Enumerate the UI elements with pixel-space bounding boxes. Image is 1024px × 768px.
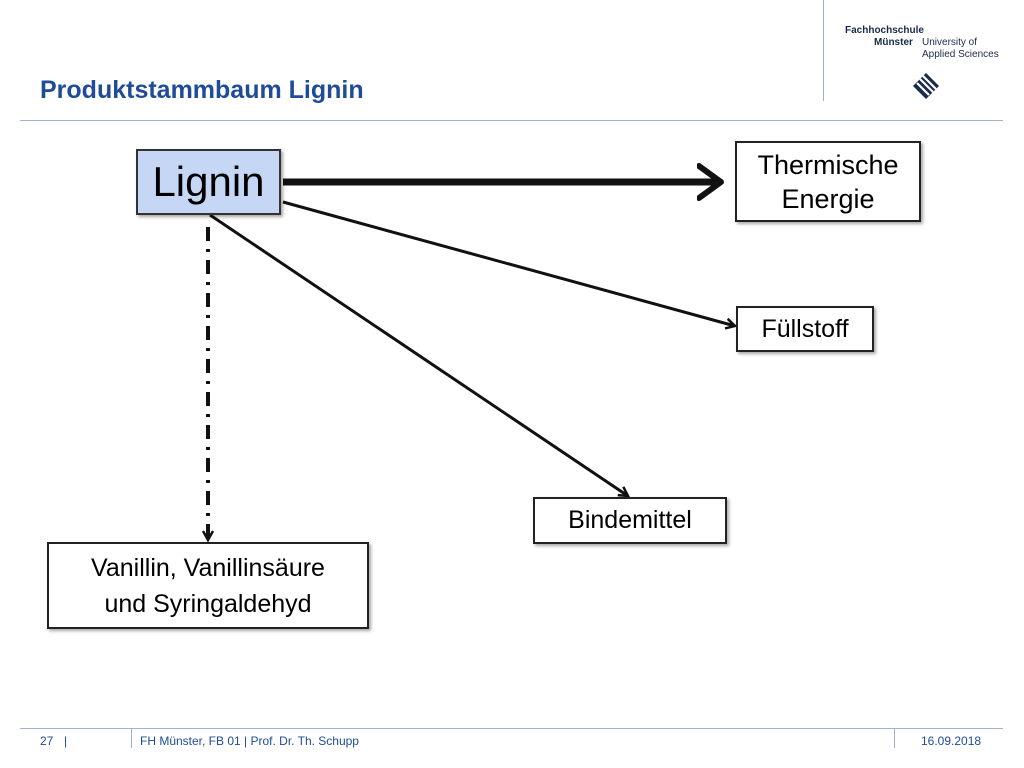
footer-date: 16.09.2018 <box>921 734 982 748</box>
footer-divider <box>20 728 1003 729</box>
node-lignin-label: Lignin <box>152 158 265 205</box>
page-title: Produktstammbaum Lignin <box>40 76 364 104</box>
logo-line-3: Applied Sciences <box>922 49 999 60</box>
node-binder: Bindemittel <box>533 497 727 544</box>
logo-line-2a: Münster <box>874 37 913 48</box>
node-thermal-energy: Thermische Energie <box>735 141 921 222</box>
arrow-to-filler <box>282 200 735 326</box>
logo-divider <box>823 0 824 101</box>
arrow-to-binder <box>209 213 628 496</box>
node-thermal-energy-label: Thermische Energie <box>757 149 899 214</box>
header-divider <box>20 120 1003 121</box>
footer-divider-left <box>131 728 132 748</box>
node-filler: Füllstoff <box>736 306 874 352</box>
node-filler-label: Füllstoff <box>761 314 849 343</box>
page-separator: | <box>64 734 68 748</box>
footer-divider-right <box>894 728 895 748</box>
page-number: 27 <box>40 734 54 748</box>
logo-line-1: Fachhochschule <box>845 25 924 36</box>
node-vanillin-label: Vanillin, Vanillinsäure und Syringaldehy… <box>91 553 325 618</box>
footer-info: FH Münster, FB 01 | Prof. Dr. Th. Schupp <box>140 734 359 748</box>
node-binder-label: Bindemittel <box>568 506 692 534</box>
node-lignin: Lignin <box>136 149 281 215</box>
fh-muenster-logo-icon <box>913 73 939 99</box>
logo-line-2b: University of <box>922 37 978 48</box>
node-vanillin: Vanillin, Vanillinsäure und Syringaldehy… <box>47 542 369 629</box>
